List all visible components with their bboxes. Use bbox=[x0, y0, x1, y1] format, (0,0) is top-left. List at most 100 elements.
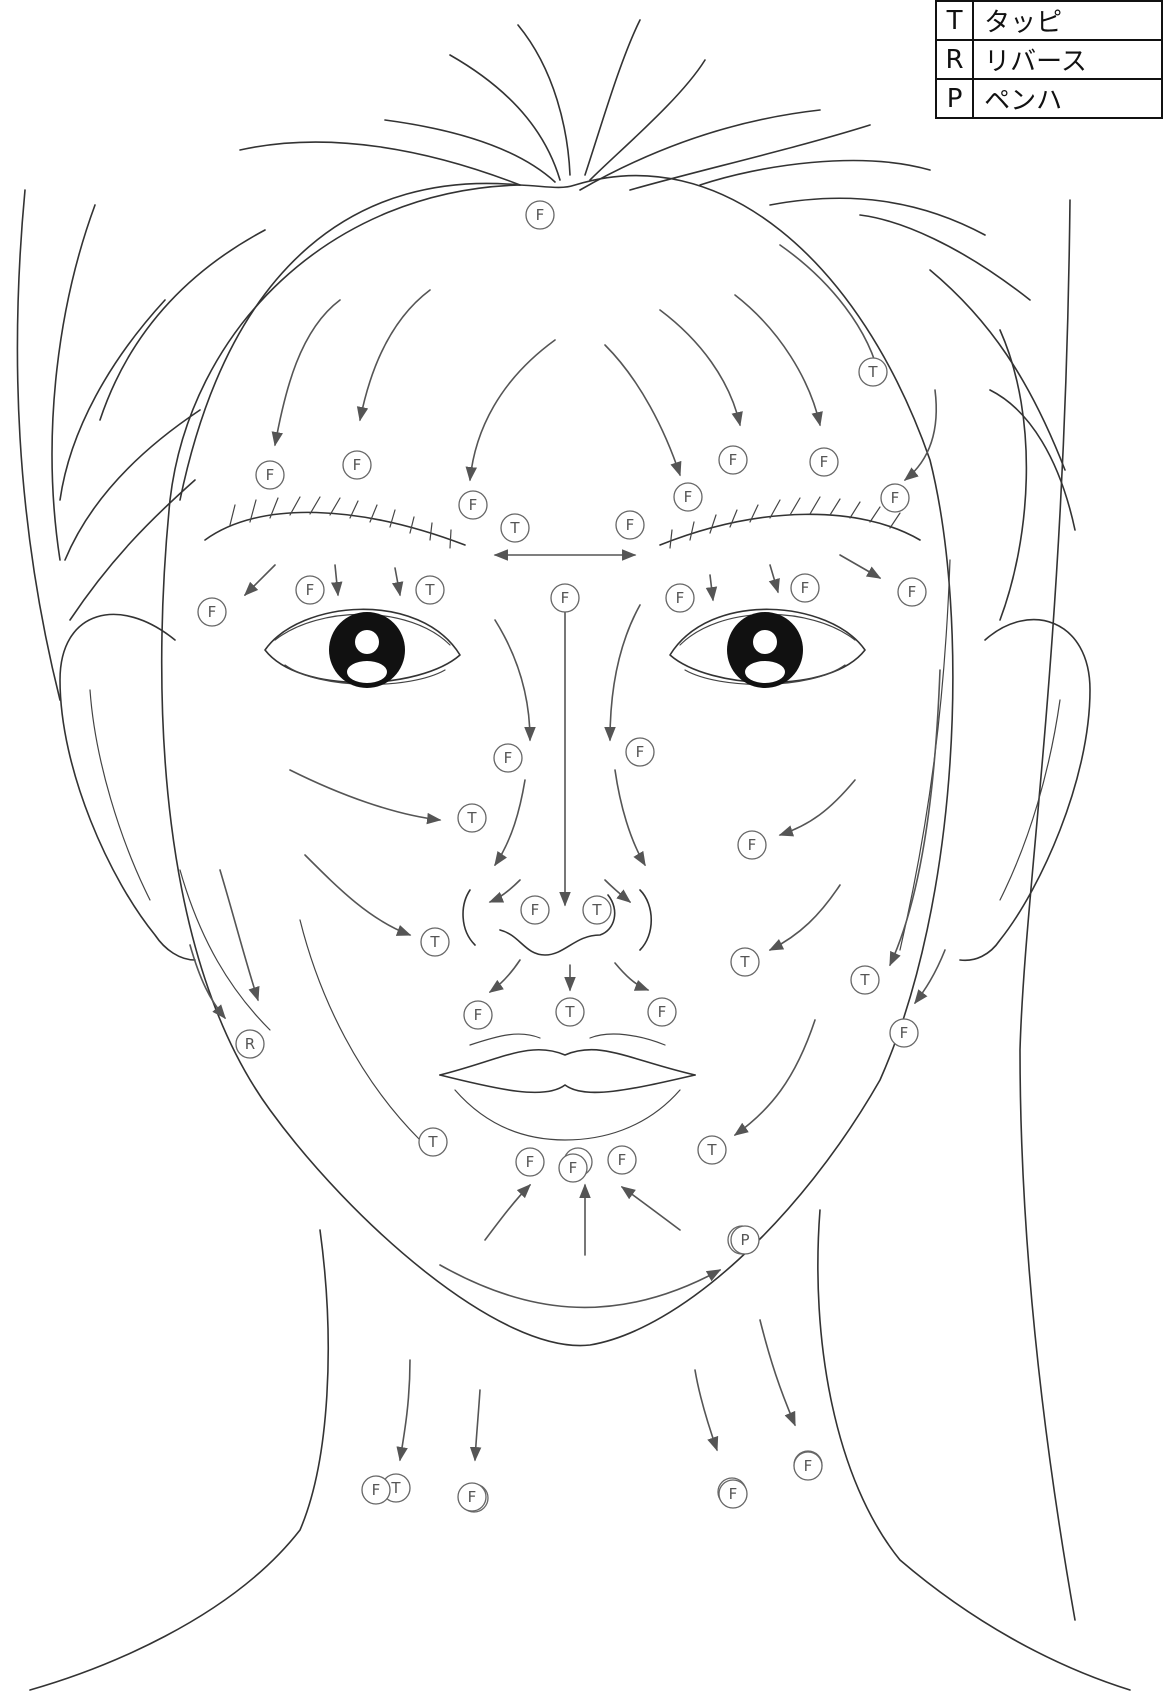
technique-marker: F bbox=[666, 584, 694, 612]
face-outline bbox=[162, 176, 953, 1346]
marker-letter: F bbox=[676, 589, 685, 607]
marker-letter: T bbox=[859, 971, 870, 989]
technique-marker: F bbox=[719, 446, 747, 474]
technique-marker: F bbox=[674, 483, 702, 511]
marker-letter: F bbox=[748, 836, 757, 854]
marker-letter: T bbox=[867, 363, 878, 381]
technique-marker: F bbox=[626, 738, 654, 766]
right-eye bbox=[670, 609, 865, 688]
eyebrows bbox=[205, 497, 920, 548]
marker-letter: F bbox=[531, 901, 540, 919]
marker-letter: T bbox=[509, 519, 520, 537]
technique-marker: T bbox=[501, 514, 529, 542]
marker-letter: F bbox=[504, 749, 513, 767]
marker-letter: F bbox=[729, 451, 738, 469]
technique-marker: F bbox=[296, 576, 324, 604]
marker-letter: P bbox=[740, 1231, 749, 1249]
technique-marker: T bbox=[851, 966, 879, 994]
legend-row: R リバース bbox=[936, 40, 1162, 79]
marker-letter: F bbox=[801, 579, 810, 597]
marker-letter: T bbox=[564, 1003, 575, 1021]
technique-marker: F bbox=[464, 1001, 492, 1029]
technique-marker: F bbox=[458, 1483, 486, 1511]
ears bbox=[60, 614, 1090, 960]
massage-arrows bbox=[190, 245, 945, 1460]
technique-marker: T bbox=[859, 358, 887, 386]
marker-letter: F bbox=[684, 488, 693, 506]
marker-letter: F bbox=[469, 496, 478, 514]
marker-letter: F bbox=[561, 589, 570, 607]
technique-marker: T bbox=[731, 948, 759, 976]
technique-marker: F bbox=[521, 896, 549, 924]
mouth bbox=[440, 1034, 695, 1140]
technique-marker: F bbox=[494, 744, 522, 772]
technique-marker: R bbox=[236, 1030, 264, 1058]
technique-marker: T bbox=[583, 896, 611, 924]
marker-letter: T bbox=[706, 1141, 717, 1159]
marker-letter: T bbox=[427, 1133, 438, 1151]
marker-letter: T bbox=[591, 901, 602, 919]
technique-marker: T bbox=[416, 576, 444, 604]
legend-table: T タッピ R リバース P ペンハ bbox=[935, 0, 1163, 119]
marker-letter: F bbox=[474, 1006, 483, 1024]
marker-letter: F bbox=[820, 453, 829, 471]
marker-letter: F bbox=[372, 1481, 381, 1499]
technique-marker: T bbox=[419, 1128, 447, 1156]
technique-marker: F bbox=[738, 831, 766, 859]
technique-marker: F bbox=[794, 1452, 822, 1480]
marker-letter: F bbox=[306, 581, 315, 599]
technique-marker: F bbox=[898, 578, 926, 606]
legend-label: タッピ bbox=[973, 1, 1162, 40]
technique-marker: F bbox=[343, 451, 371, 479]
technique-marker: T bbox=[556, 998, 584, 1026]
technique-marker: F bbox=[526, 201, 554, 229]
legend-row: P ペンハ bbox=[936, 79, 1162, 118]
marker-letter: F bbox=[618, 1151, 627, 1169]
left-eye bbox=[265, 609, 460, 688]
marker-letter: T bbox=[466, 809, 477, 827]
marker-letter: R bbox=[245, 1035, 255, 1053]
technique-marker: F bbox=[608, 1146, 636, 1174]
marker-letter: F bbox=[266, 466, 275, 484]
technique-marker: F bbox=[648, 998, 676, 1026]
legend-label: ペンハ bbox=[973, 79, 1162, 118]
marker-letter: F bbox=[658, 1003, 667, 1021]
marker-letter: T bbox=[429, 933, 440, 951]
marker-letter: F bbox=[208, 603, 217, 621]
technique-marker: F bbox=[459, 491, 487, 519]
technique-marker: F bbox=[559, 1154, 587, 1182]
marker-letter: T bbox=[390, 1479, 401, 1497]
technique-marker: F bbox=[791, 574, 819, 602]
technique-marker: F bbox=[616, 511, 644, 539]
hair-outline bbox=[17, 20, 1075, 1620]
marker-letter: F bbox=[729, 1485, 738, 1503]
technique-marker: F bbox=[256, 461, 284, 489]
marker-letter: F bbox=[526, 1153, 535, 1171]
technique-marker: F bbox=[551, 584, 579, 612]
legend-label: リバース bbox=[973, 40, 1162, 79]
technique-marker: P bbox=[731, 1226, 759, 1254]
nose bbox=[463, 890, 651, 955]
technique-marker: F bbox=[810, 448, 838, 476]
marker-letter: F bbox=[804, 1457, 813, 1475]
marker-letter: F bbox=[536, 206, 545, 224]
legend-code: T bbox=[936, 1, 973, 40]
technique-marker: T bbox=[458, 804, 486, 832]
marker-letter: F bbox=[900, 1024, 909, 1042]
marker-letter: F bbox=[569, 1159, 578, 1177]
marker-letter: F bbox=[636, 743, 645, 761]
technique-marker: F bbox=[362, 1476, 390, 1504]
technique-marker: F bbox=[890, 1019, 918, 1047]
legend-code: P bbox=[936, 79, 973, 118]
technique-marker: T bbox=[421, 928, 449, 956]
legend-code: R bbox=[936, 40, 973, 79]
marker-letter: F bbox=[908, 583, 917, 601]
marker-letter: T bbox=[424, 581, 435, 599]
marker-letter: F bbox=[468, 1488, 477, 1506]
marker-letter: F bbox=[626, 516, 635, 534]
technique-marker: F bbox=[881, 484, 909, 512]
technique-marker: F bbox=[719, 1480, 747, 1508]
technique-marker: T bbox=[698, 1136, 726, 1164]
marker-letter: F bbox=[353, 456, 362, 474]
